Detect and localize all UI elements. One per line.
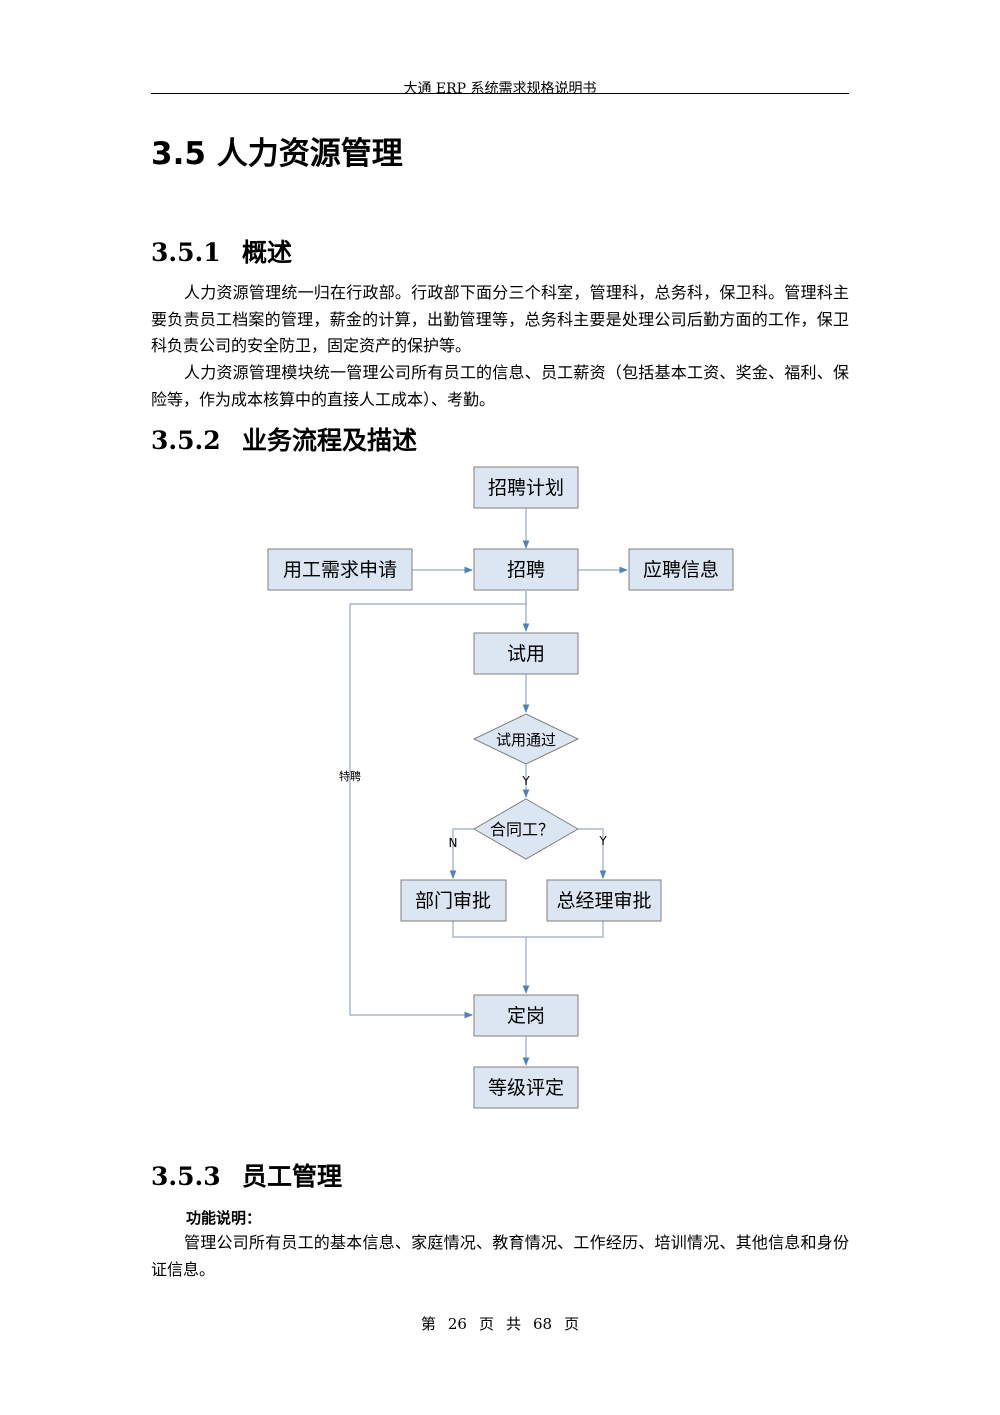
overview-paragraph-2: 人力资源管理模块统一管理公司所有员工的信息、员工薪资（包括基本工资、奖金、福利、… bbox=[151, 363, 849, 409]
function-description-label: 功能说明： bbox=[186, 1209, 262, 1227]
label-passed: 试用通过 bbox=[496, 731, 556, 749]
node-gm bbox=[546, 879, 662, 922]
subsection-number: 3.5.1 bbox=[151, 238, 221, 267]
label-trial: 试用 bbox=[507, 643, 545, 665]
merge-dept bbox=[452, 921, 526, 938]
node-dept bbox=[400, 879, 507, 922]
node-post bbox=[473, 994, 579, 1037]
label-post: 定岗 bbox=[507, 1005, 545, 1027]
subsection-title: 员工管理 bbox=[242, 1162, 343, 1191]
node-info bbox=[628, 548, 734, 591]
section-heading: 3.5 人力资源管理 bbox=[151, 136, 403, 172]
header-rule bbox=[151, 93, 849, 94]
decision-passed bbox=[472, 713, 580, 765]
label-yes-passed: Y bbox=[521, 774, 530, 788]
arrow-contract-no bbox=[449, 828, 474, 879]
footer-page-number: 26 bbox=[447, 1315, 467, 1333]
node-grade bbox=[473, 1066, 579, 1109]
node-request bbox=[267, 548, 413, 591]
footer-gong: 共 bbox=[506, 1315, 522, 1333]
node-plan bbox=[473, 466, 579, 509]
subsection-number: 3.5.3 bbox=[151, 1162, 221, 1191]
decision-contract bbox=[472, 798, 580, 860]
footer-ye: 页 bbox=[478, 1315, 494, 1333]
node-trial bbox=[473, 632, 579, 675]
subsection-heading-3-5-3: 3.5.3 员工管理 bbox=[151, 1157, 342, 1193]
node-recruit bbox=[473, 548, 579, 591]
label-recruit: 招聘 bbox=[507, 559, 545, 581]
label-dept: 部门审批 bbox=[415, 890, 491, 912]
label-yes-contract: Y bbox=[598, 834, 607, 848]
footer-ye-2: 页 bbox=[564, 1315, 580, 1333]
label-contract: 合同工？ bbox=[490, 820, 554, 839]
employee-paragraph: 管理公司所有员工的基本信息、家庭情况、教育情况、工作经历、培训情况、其他信息和身… bbox=[151, 1233, 849, 1279]
subsection-title: 概述 bbox=[242, 238, 293, 267]
footer-total-pages: 68 bbox=[533, 1315, 553, 1333]
label-no-contract: N bbox=[449, 836, 458, 850]
footer-di: 第 bbox=[420, 1315, 436, 1333]
arrow-special-hire bbox=[349, 591, 527, 1019]
subsection-number: 3.5.2 bbox=[151, 426, 221, 455]
label-gm: 总经理审批 bbox=[556, 890, 651, 912]
label-grade: 等级评定 bbox=[488, 1077, 564, 1099]
subsection-title: 业务流程及描述 bbox=[242, 426, 418, 455]
label-special-hire: 特聘 bbox=[339, 769, 361, 783]
label-info: 应聘信息 bbox=[643, 559, 719, 581]
overview-paragraph-1: 人力资源管理统一归在行政部。行政部下面分三个科室，管理科，总务科，保卫科。管理科… bbox=[151, 283, 849, 355]
arrow-contract-yes bbox=[578, 828, 607, 879]
subsection-heading-3-5-2: 3.5.2 业务流程及描述 bbox=[151, 421, 417, 457]
merge-gm bbox=[526, 921, 604, 938]
subsection-heading-3-5-1: 3.5.1 概述 bbox=[151, 233, 292, 269]
label-plan: 招聘计划 bbox=[488, 477, 564, 499]
label-request: 用工需求申请 bbox=[283, 559, 397, 581]
